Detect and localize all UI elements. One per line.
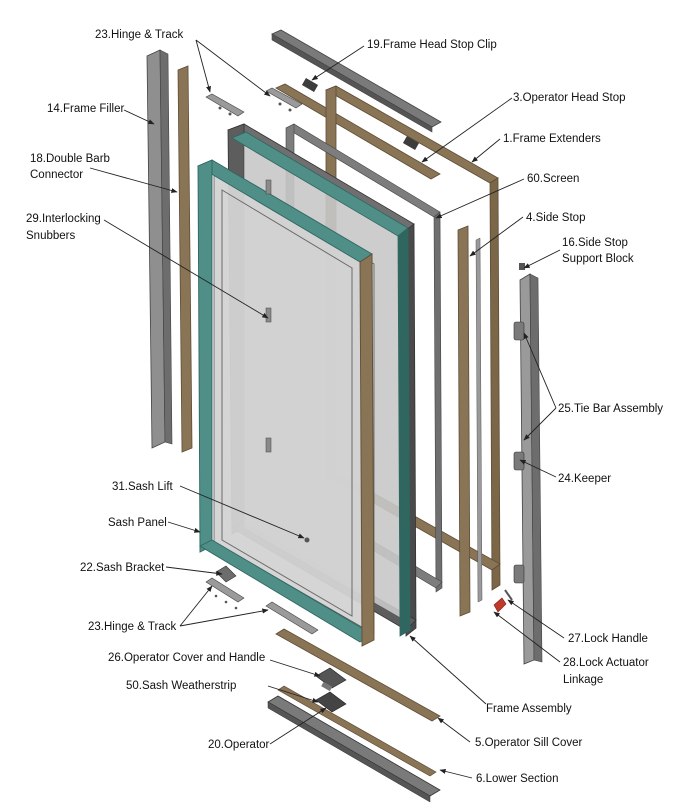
frame-filler-part: [146, 49, 173, 449]
label-lock-actuator-line1: 28.Lock Actuator: [563, 657, 649, 669]
label-tie-bar-assembly: 25.Tie Bar Assembly: [558, 403, 663, 415]
hinge-track-bottom-part: [205, 577, 319, 635]
label-operator-sill-cover: 5.Operator Sill Cover: [475, 737, 583, 749]
label-lock-actuator-line2: Linkage: [563, 674, 603, 686]
label-side-stop-support-line1: 16.Side Stop: [562, 237, 628, 249]
label-sash-lift: 31.Sash Lift: [112, 481, 174, 493]
hinge-track-top-part: [205, 87, 303, 117]
side-stop-part: [457, 225, 483, 617]
operator-head-stop-part: [275, 83, 441, 180]
lock-handle-part: [493, 589, 513, 613]
label-operator-cover-handle: 26.Operator Cover and Handle: [108, 652, 265, 664]
label-operator: 20.Operator: [208, 739, 270, 751]
frame-head-stop-rail: [271, 29, 442, 133]
label-hinge-track-top: 23.Hinge & Track: [95, 29, 183, 41]
double-barb-connector-part: [177, 65, 193, 453]
label-frame-extenders: 1.Frame Extenders: [503, 133, 601, 145]
label-hinge-track-bottom: 23.Hinge & Track: [88, 621, 176, 633]
leader-lines: [89, 39, 565, 779]
label-frame-assembly: Frame Assembly: [486, 703, 572, 715]
operator-part: [315, 691, 347, 713]
operator-sill-cover-part: [275, 628, 441, 722]
sash-panel-part: [197, 159, 375, 647]
sash-bracket-part: [215, 565, 237, 583]
label-interlocking-line1: 29.Interlocking: [26, 213, 101, 225]
label-screen: 60.Screen: [527, 173, 579, 185]
label-side-stop: 4.Side Stop: [526, 212, 585, 224]
operator-cover-handle-part: [315, 667, 347, 692]
sash-weatherstrip-part: [277, 685, 437, 777]
label-interlocking-line2: Snubbers: [26, 230, 75, 242]
label-operator-head-stop: 3.Operator Head Stop: [513, 92, 626, 104]
label-lower-section: 6.Lower Section: [476, 773, 558, 785]
labels: 23.Hinge & Track 19.Frame Head Stop Clip…: [26, 29, 663, 785]
label-sash-weatherstrip: 50.Sash Weatherstrip: [126, 680, 236, 692]
label-double-barb-line1: 18.Double Barb: [30, 153, 110, 165]
label-double-barb-line2: Connector: [30, 169, 83, 181]
label-frame-head-stop-clip: 19.Frame Head Stop Clip: [367, 39, 497, 51]
label-sash-panel: Sash Panel: [108, 517, 167, 529]
label-lock-handle: 27.Lock Handle: [568, 633, 648, 645]
label-side-stop-support-line2: Support Block: [562, 253, 634, 265]
lower-section-part: [267, 695, 441, 803]
label-frame-filler: 14.Frame Filler: [47, 103, 124, 115]
label-sash-bracket: 22.Sash Bracket: [80, 562, 165, 574]
label-keeper: 24.Keeper: [558, 473, 611, 485]
teal-sash-frame: [231, 131, 411, 637]
frame-head-stop-clip-part: [301, 78, 420, 150]
